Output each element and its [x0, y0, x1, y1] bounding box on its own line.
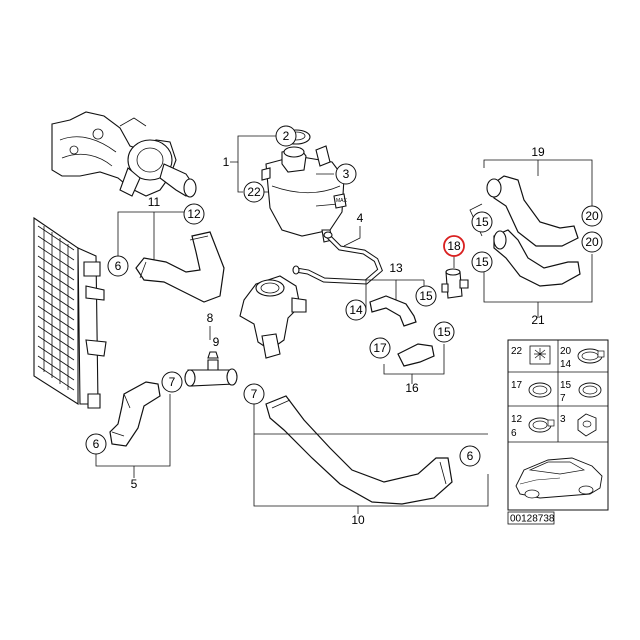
- callout-20-b-text: 20: [585, 235, 599, 249]
- legend-17: 17: [511, 380, 523, 391]
- callout-17-text: 17: [373, 341, 387, 355]
- label-21: 21: [531, 313, 545, 327]
- callout-6-top-text: 6: [115, 259, 122, 273]
- hose-10-illustration: [265, 395, 453, 505]
- diagram-id: 00128738: [510, 514, 555, 525]
- callout-12: 12: [183, 203, 205, 225]
- legend-20: 20: [560, 346, 572, 357]
- hose-21-illustration: [493, 229, 581, 287]
- callout-6-left: 6: [85, 433, 107, 455]
- callout-15-b: 15: [471, 251, 493, 273]
- callout-15-c-text: 15: [419, 289, 433, 303]
- leader-lines: [95, 135, 593, 514]
- callout-12-text: 12: [187, 207, 201, 221]
- label-1: 1: [223, 155, 230, 169]
- label-4: 4: [357, 211, 364, 225]
- car-icon: [515, 457, 603, 499]
- callout-7-a: 7: [161, 371, 183, 393]
- radiator-illustration: [33, 216, 107, 409]
- callout-6-top: 6: [107, 255, 129, 277]
- thermostat-housing-illustration: [239, 275, 307, 359]
- water-pump-illustration: [51, 111, 197, 198]
- callout-22-text: 22: [247, 185, 261, 199]
- legend-box: 22 20 14 17 15 7 12 6 3: [507, 339, 609, 511]
- callout-18-text: 18: [447, 239, 461, 253]
- legend-3: 3: [560, 414, 566, 425]
- expansion-tank-illustration: MAX: [261, 145, 348, 243]
- callout-15-d-text: 15: [437, 325, 451, 339]
- callout-15-a: 15: [471, 211, 493, 233]
- label-11: 11: [148, 195, 161, 209]
- label-8: 8: [207, 311, 214, 325]
- callout-15-c: 15: [415, 285, 437, 307]
- legend-7: 7: [560, 393, 566, 404]
- callout-20-a: 20: [581, 205, 603, 227]
- label-5: 5: [131, 477, 138, 491]
- legend-14: 14: [560, 359, 572, 370]
- legend-15: 15: [560, 380, 572, 391]
- t-piece-illustration: [184, 351, 238, 387]
- callout-7-b-text: 7: [251, 387, 258, 401]
- hose-13-illustration: [369, 295, 417, 327]
- connector-18-illustration: [441, 268, 469, 299]
- label-13: 13: [389, 261, 403, 275]
- legend-22: 22: [511, 346, 523, 357]
- callout-18: 18: [443, 235, 465, 257]
- callout-3: 3: [335, 163, 357, 185]
- callout-20-a-text: 20: [585, 209, 599, 223]
- callout-20-b: 20: [581, 231, 603, 253]
- callout-6-left-text: 6: [93, 437, 100, 451]
- hose-5-illustration: [109, 381, 161, 447]
- callout-7-a-text: 7: [169, 375, 176, 389]
- label-10: 10: [351, 513, 365, 527]
- legend-6: 6: [511, 428, 517, 439]
- callout-6-right: 6: [459, 445, 481, 467]
- hose-4-illustration: [292, 231, 383, 285]
- hose-16-illustration: [397, 343, 435, 367]
- callout-14-text: 14: [349, 303, 363, 317]
- callout-7-b: 7: [243, 383, 265, 405]
- callout-6-right-text: 6: [467, 449, 474, 463]
- hose-19-illustration: [486, 175, 579, 247]
- callout-15-a-text: 15: [475, 215, 489, 229]
- callout-2-text: 2: [283, 129, 290, 143]
- legend-12: 12: [511, 414, 523, 425]
- callout-15-d: 15: [433, 321, 455, 343]
- callout-22: 22: [243, 181, 265, 203]
- callout-2: 2: [275, 125, 297, 147]
- callout-14: 14: [345, 299, 367, 321]
- callout-3-text: 3: [343, 167, 350, 181]
- label-9: 9: [213, 335, 220, 349]
- callout-15-b-text: 15: [475, 255, 489, 269]
- label-16: 16: [405, 381, 419, 395]
- hose-11-illustration: [135, 231, 225, 303]
- tank-max-text: MAX: [336, 198, 348, 204]
- callout-17: 17: [369, 337, 391, 359]
- label-19: 19: [531, 145, 545, 159]
